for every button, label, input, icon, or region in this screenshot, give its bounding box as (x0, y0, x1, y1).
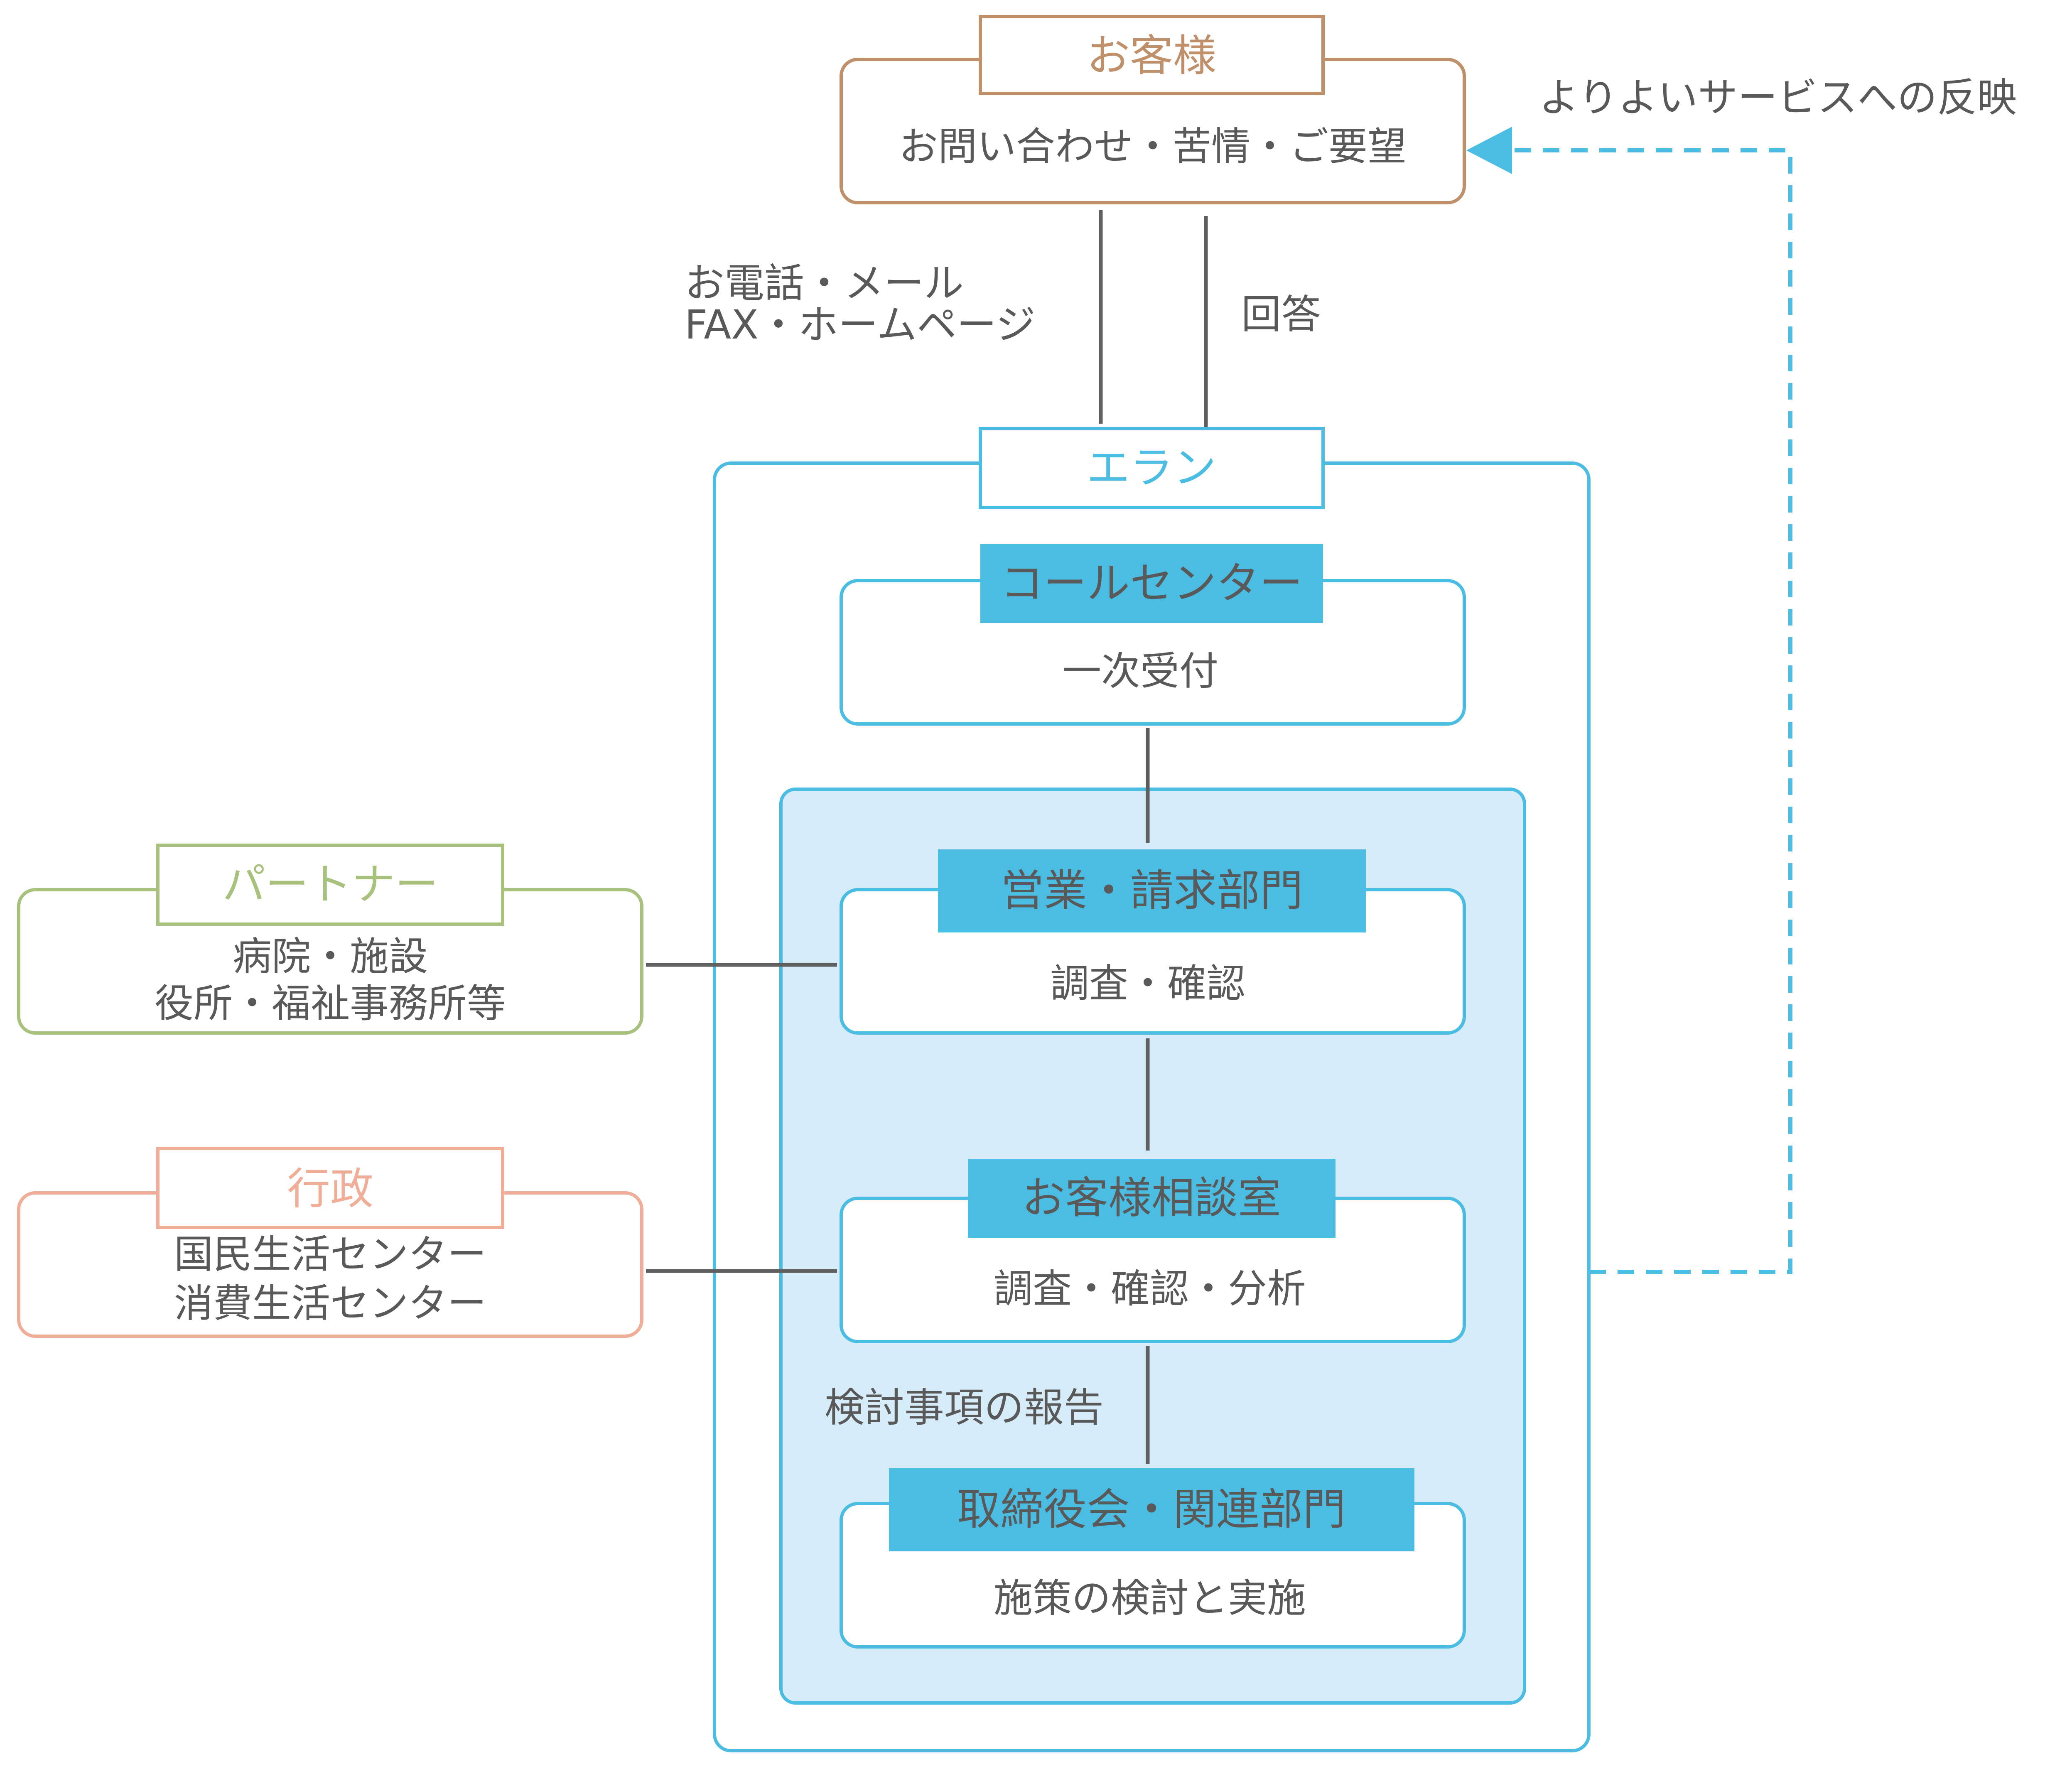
call-center-title: コールセンター (1000, 558, 1303, 608)
elan-title-box (979, 427, 1325, 509)
board-body: 施策の検討と実施 (994, 1576, 1306, 1621)
admin-body-line1: 国民生活センター (174, 1232, 486, 1277)
feedback-dashed-connector (1512, 148, 1792, 1274)
feedback-label: よりよいサービスへの反映 (1539, 74, 2017, 121)
board-title-box (889, 1468, 1414, 1551)
consult-title: お客様相談室 (1022, 1173, 1281, 1223)
sales-group: 営業・請求部門 調査・確認 (840, 849, 1466, 1035)
admin-body-line2: 消費生活センター (174, 1281, 486, 1326)
sales-body: 調査・確認 (1050, 961, 1245, 1006)
elan-title: エラン (1087, 442, 1216, 493)
answer-label: 回答 (1241, 291, 1321, 338)
customer-body: お問い合わせ・苦情・ご要望 (899, 124, 1407, 169)
sales-title: 営業・請求部門 (1001, 865, 1303, 916)
admin-title-box (156, 1147, 504, 1229)
consult-title-box (968, 1159, 1336, 1238)
consult-group: お客様相談室 調査・確認・分析 (840, 1159, 1466, 1343)
customer-title-box (979, 15, 1325, 95)
partner-body-line2: 役所・福祉事務所等 (155, 981, 506, 1026)
sales-title-box (938, 849, 1366, 932)
partner-title: パートナー (222, 859, 438, 910)
admin-group: 行政 国民生活センター 消費生活センター (17, 1147, 643, 1338)
feedback-arrowhead (1466, 127, 1512, 174)
board-title: 取締役会・関連部門 (957, 1484, 1346, 1535)
call-center-group: コールセンター 一次受付 (840, 544, 1466, 726)
call-center-body: 一次受付 (1062, 649, 1218, 694)
admin-title: 行政 (287, 1163, 373, 1214)
report-label: 検討事項の報告 (825, 1384, 1104, 1431)
customer-group: お客様 お問い合わせ・苦情・ご要望 (840, 15, 1466, 204)
consult-body: 調査・確認・分析 (994, 1266, 1306, 1312)
call-center-title-box (980, 544, 1323, 623)
customer-title: お客様 (1087, 30, 1216, 81)
board-group: 取締役会・関連部門 施策の検討と実施 (840, 1468, 1466, 1649)
partner-title-box (156, 844, 504, 926)
partner-body-line1: 病院・施設 (233, 934, 428, 979)
contact-label-line2: FAX・ホームページ (685, 302, 1036, 348)
contact-label-line1: お電話・メール (685, 260, 964, 307)
partner-group: パートナー 病院・施設 役所・福祉事務所等 (17, 844, 643, 1035)
